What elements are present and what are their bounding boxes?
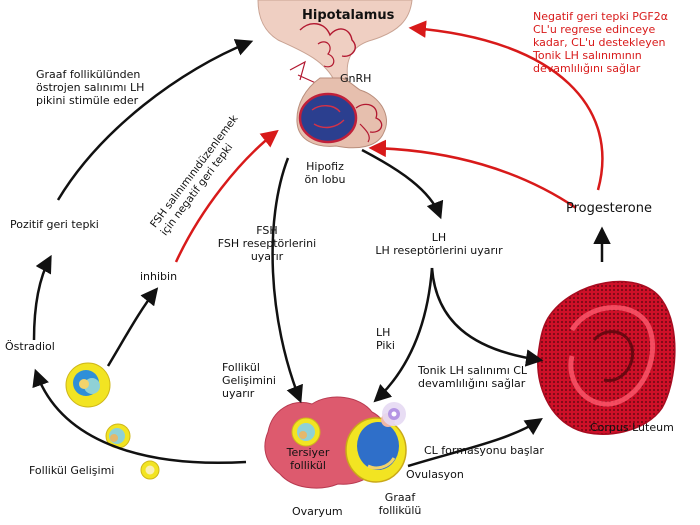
- follicle-stimulation-line3: uyarır: [222, 387, 255, 400]
- follicle-icon-tiny: [140, 460, 160, 480]
- follicle-stimulation-line2: Gelişimini: [222, 374, 276, 387]
- pgf-note-line5: devamlılığını sağlar: [533, 62, 641, 75]
- graaf-estrogen-line1: Graaf follikülünden: [36, 68, 141, 81]
- pgf-note-line3: kadar, CL'u destekleyen: [533, 36, 666, 49]
- fsh-line2: FSH reseptörlerini: [217, 237, 317, 250]
- arrow-inhibin-negative-feedback: [174, 129, 279, 263]
- ovary-label: Ovaryum: [292, 505, 343, 518]
- arrow-fsh-to-ovary: [271, 157, 303, 404]
- lh-peak-label: LH Piki: [376, 326, 395, 352]
- arrow-progesterone-to-hypothalamus: [408, 20, 604, 191]
- ovary-shape: [264, 396, 407, 489]
- tertiary-follicle-line1: Tersiyer: [286, 446, 330, 459]
- lh-line1: LH: [431, 231, 447, 244]
- arrow-to-inhibin: [106, 287, 159, 367]
- fsh-label: FSH FSH reseptörlerini uyarır: [212, 224, 322, 263]
- progesterone-label: Progesterone: [566, 201, 652, 216]
- arrow-pozitif-to-hypothalamus: [56, 39, 254, 201]
- pituitary-label: Hipofiz ön lobu: [300, 160, 350, 186]
- follicle-icon-small: [105, 423, 131, 449]
- graaf-estrogen-line2: östrojen salınımı LH: [36, 81, 145, 94]
- graaf-follicle-label: Graaf follikülü: [370, 491, 430, 517]
- tertiary-follicle-line2: follikül: [290, 459, 326, 472]
- arrow-pituitary-to-lh: [361, 148, 444, 220]
- lh-peak-line2: Piki: [376, 339, 395, 352]
- graaf-follicle-line2: follikülü: [378, 504, 422, 517]
- corpus-luteum-shape: [537, 280, 676, 435]
- arrow-ostradiol-to-pozitif: [32, 254, 52, 341]
- gnrh-label: GnRH: [340, 72, 372, 85]
- ostradiol-label: Östradiol: [5, 340, 55, 353]
- tonik-lh-line1: Tonik LH salınımı CL: [418, 364, 528, 377]
- pgf-note: Negatif geri tepki PGF2α CL'u regrese ed…: [533, 10, 668, 75]
- tertiary-follicle-label: Tersiyer follikül: [278, 446, 338, 472]
- follicle-icon: [65, 362, 111, 408]
- corpus-luteum-label: Corpus Luteum: [590, 421, 674, 434]
- lh-peak-line1: LH: [376, 326, 391, 339]
- tonik-lh-line2: devamlılığını sağlar: [418, 377, 526, 390]
- pituitary-label-line1: Hipofiz: [306, 160, 344, 173]
- ovulation-label: Ovulasyon: [406, 468, 464, 481]
- pozitif-label: Pozitif geri tepki: [10, 218, 99, 231]
- pgf-note-line4: Tonik LH salınımının: [533, 49, 642, 62]
- pituitary-label-line2: ön lobu: [304, 173, 346, 186]
- hypothalamus-shape: [257, 0, 413, 85]
- pituitary-gland: [296, 77, 387, 149]
- fsh-line1: FSH: [256, 224, 278, 237]
- graaf-estrogen-line3: pikini stimüle eder: [36, 94, 139, 107]
- arrow-progesterone-to-pituitary: [368, 139, 577, 210]
- lh-label: LH LH reseptörlerini uyarır: [364, 231, 514, 257]
- graaf-follicle-line1: Graaf: [384, 491, 416, 504]
- cl-formation-label: CL formasyonu başlar: [424, 444, 544, 457]
- hypothalamus-label: Hipotalamus: [302, 8, 395, 23]
- inhibin-label: inhibin: [140, 270, 178, 283]
- arrow-follicle-to-ostradiol: [32, 368, 247, 464]
- pgf-note-line1: Negatif geri tepki PGF2α: [533, 10, 669, 23]
- follicle-stimulation-line1: Follikül: [222, 361, 260, 374]
- arrow-lh-to-ovary: [373, 267, 434, 403]
- pgf-note-line2: CL'u regrese edinceye: [533, 23, 656, 36]
- graaf-estrogen-note: Graaf follikülünden östrojen salınımı LH…: [36, 68, 144, 107]
- arrow-lh-to-corpus-luteum: [430, 267, 544, 367]
- follicle-development-label: Follikül Gelişimi: [29, 464, 115, 477]
- fsh-line3: uyarır: [250, 250, 284, 263]
- lh-line2: LH reseptörlerini uyarır: [375, 244, 503, 257]
- ovulation-burst: [382, 402, 406, 426]
- arrow-cl-formation: [407, 418, 543, 468]
- follicle-stimulation-label: Follikül Gelişimini uyarır: [222, 361, 276, 400]
- tertiary-follicle: [291, 417, 321, 447]
- tonik-lh-label: Tonik LH salınımı CL devamlılığını sağla…: [418, 364, 527, 390]
